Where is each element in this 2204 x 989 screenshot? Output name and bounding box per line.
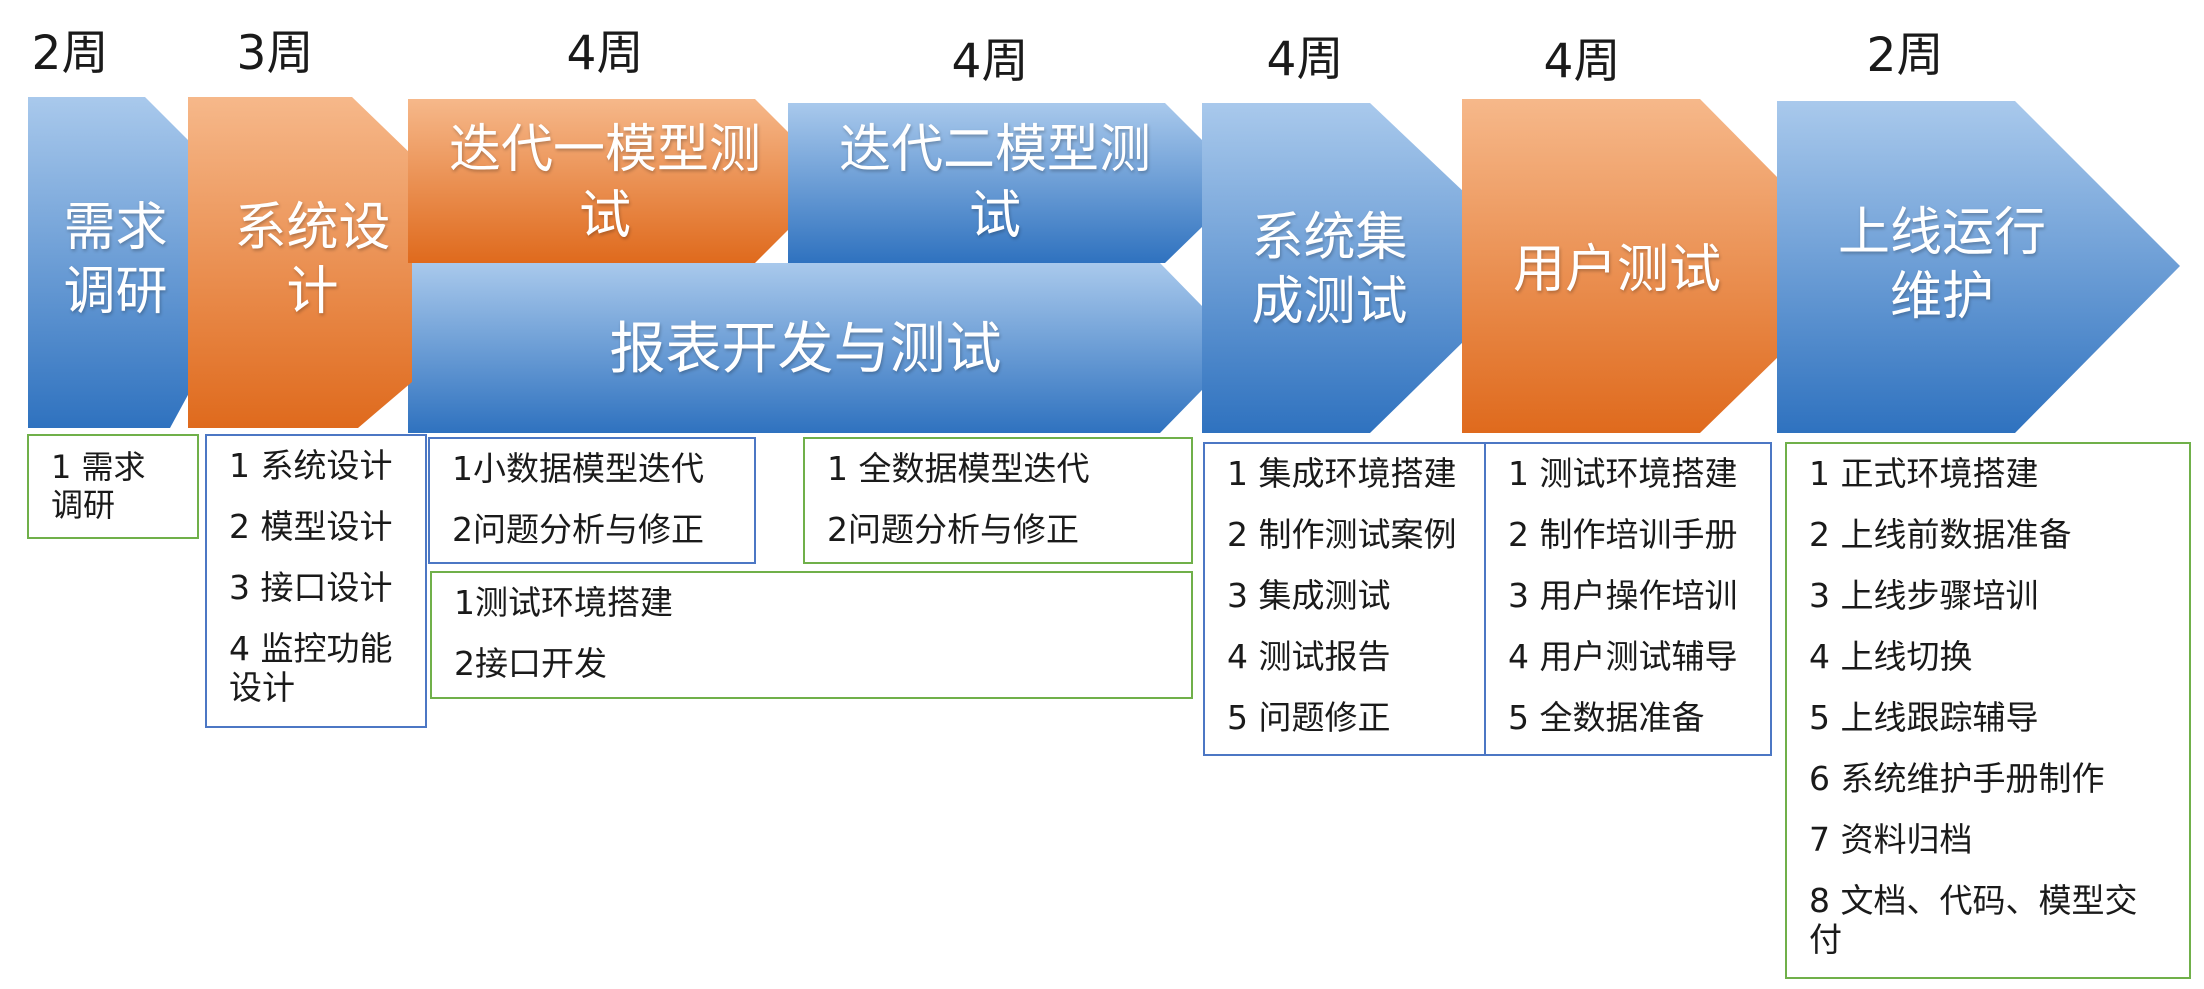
task-item: 2 制作培训手册 bbox=[1508, 515, 1738, 554]
phase-7-duration: 2周 bbox=[1866, 28, 1944, 83]
task-box-requirements: 1 需求 调研 bbox=[27, 434, 199, 539]
arrow-phase-4 bbox=[788, 103, 1202, 263]
phase-3-duration: 4周 bbox=[566, 26, 644, 81]
task-item: 8 文档、代码、模型交 付 bbox=[1809, 881, 2138, 959]
task-item: 6 系统维护手册制作 bbox=[1809, 759, 2105, 798]
task-item: 2接口开发 bbox=[454, 644, 607, 683]
arrow-phase-1 bbox=[28, 97, 195, 428]
task-item: 5 上线跟踪辅导 bbox=[1809, 698, 2039, 737]
phase-1-label: 需求 调研 bbox=[63, 198, 168, 322]
task-item: 4 测试报告 bbox=[1227, 637, 1391, 676]
parallel-track-label: 报表开发与测试 bbox=[609, 317, 1002, 382]
task-item: 1测试环境搭建 bbox=[454, 583, 673, 622]
task-box-system-design: 1 系统设计 2 模型设计 3 接口设计 4 监控功能 设计 bbox=[205, 434, 427, 728]
task-item: 2 上线前数据准备 bbox=[1809, 515, 2072, 554]
phase-2-duration: 3周 bbox=[236, 26, 314, 81]
arrow-phase-3 bbox=[408, 99, 790, 263]
task-item: 1 测试环境搭建 bbox=[1508, 454, 1738, 493]
task-item: 2 制作测试案例 bbox=[1227, 515, 1457, 554]
phase-6-duration: 4周 bbox=[1543, 34, 1621, 89]
task-box-integration-test: 1 集成环境搭建 2 制作测试案例 3 集成测试 4 测试报告 5 问题修正 bbox=[1203, 442, 1487, 756]
task-item: 1 全数据模型迭代 bbox=[827, 449, 1090, 488]
phase-2-label: 系统设 计 bbox=[234, 198, 391, 322]
phase-5-label: 系统集 成测试 bbox=[1251, 208, 1408, 332]
task-item: 4 监控功能 设计 bbox=[229, 629, 393, 707]
phase-1-duration: 2周 bbox=[31, 26, 109, 81]
task-item: 7 资料归档 bbox=[1809, 820, 1973, 859]
task-item: 3 集成测试 bbox=[1227, 576, 1391, 615]
task-item: 3 接口设计 bbox=[229, 568, 393, 607]
arrow-phase-5 bbox=[1202, 103, 1465, 433]
task-item: 1 系统设计 bbox=[229, 446, 393, 485]
arrow-parallel-track bbox=[408, 263, 1202, 433]
task-box-go-live: 1 正式环境搭建 2 上线前数据准备 3 上线步骤培训 4 上线切换 5 上线跟… bbox=[1785, 442, 2191, 979]
phase-6-label: 用户测试 bbox=[1512, 240, 1721, 300]
task-box-iteration-1: 1小数据模型迭代 2问题分析与修正 bbox=[428, 437, 756, 564]
task-box-user-test: 1 测试环境搭建 2 制作培训手册 3 用户操作培训 4 用户测试辅导 5 全数… bbox=[1484, 442, 1772, 756]
task-item: 1小数据模型迭代 bbox=[452, 449, 704, 488]
task-item: 5 问题修正 bbox=[1227, 698, 1391, 737]
phase-5-duration: 4周 bbox=[1266, 32, 1344, 87]
arrow-phase-6 bbox=[1462, 99, 1780, 433]
arrow-phase-2 bbox=[188, 97, 412, 428]
phase-4-label: 迭代二模型测 试 bbox=[838, 120, 1151, 246]
task-item: 2问题分析与修正 bbox=[452, 510, 704, 549]
task-item: 2 模型设计 bbox=[229, 507, 393, 546]
phase-7-label: 上线运行 维护 bbox=[1837, 203, 2046, 327]
task-item: 4 用户测试辅导 bbox=[1508, 637, 1738, 676]
task-item: 3 上线步骤培训 bbox=[1809, 576, 2039, 615]
arrow-phase-7 bbox=[1777, 101, 2180, 433]
task-item: 2问题分析与修正 bbox=[827, 510, 1079, 549]
task-item: 1 需求 调研 bbox=[51, 448, 146, 524]
task-item: 1 集成环境搭建 bbox=[1227, 454, 1457, 493]
task-item: 5 全数据准备 bbox=[1508, 698, 1705, 737]
task-box-report-development: 1测试环境搭建 2接口开发 bbox=[430, 571, 1193, 699]
task-item: 3 用户操作培训 bbox=[1508, 576, 1738, 615]
phase-3-label: 迭代一模型测 试 bbox=[448, 120, 761, 246]
task-item: 1 正式环境搭建 bbox=[1809, 454, 2039, 493]
task-box-iteration-2: 1 全数据模型迭代 2问题分析与修正 bbox=[803, 437, 1193, 564]
task-item: 4 上线切换 bbox=[1809, 637, 1973, 676]
phase-4-duration: 4周 bbox=[951, 34, 1029, 89]
